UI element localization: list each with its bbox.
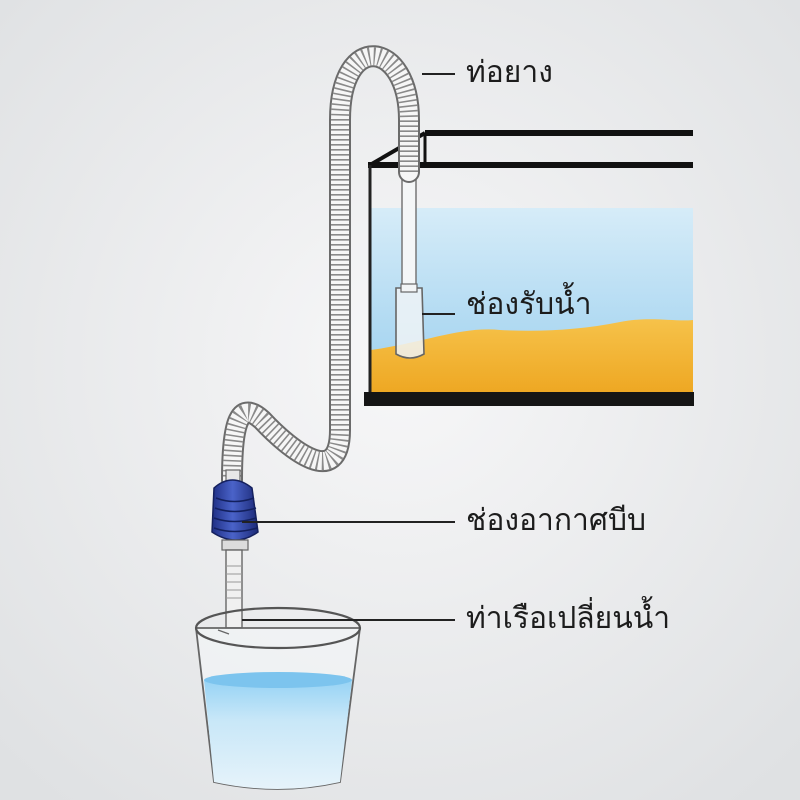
bulb-label: ช่องอากาศบีบ bbox=[466, 503, 647, 538]
bucket-water bbox=[204, 674, 352, 789]
outlet-label: ท่าเรือเปลี่ยนน้ำ bbox=[466, 601, 671, 636]
hose-label: ท่อยาง bbox=[466, 55, 553, 90]
tank-gravel bbox=[370, 319, 693, 394]
tank-base bbox=[364, 392, 694, 406]
intake-tube bbox=[395, 169, 425, 359]
outlet-pipe bbox=[225, 549, 243, 629]
corrugated-hose bbox=[221, 45, 420, 491]
intake-label: ช่องรับน้ำ bbox=[466, 287, 592, 322]
leader-lines bbox=[242, 73, 455, 621]
bucket bbox=[194, 606, 362, 790]
bucket-rim bbox=[194, 606, 362, 650]
squeeze-bulb bbox=[211, 469, 259, 551]
